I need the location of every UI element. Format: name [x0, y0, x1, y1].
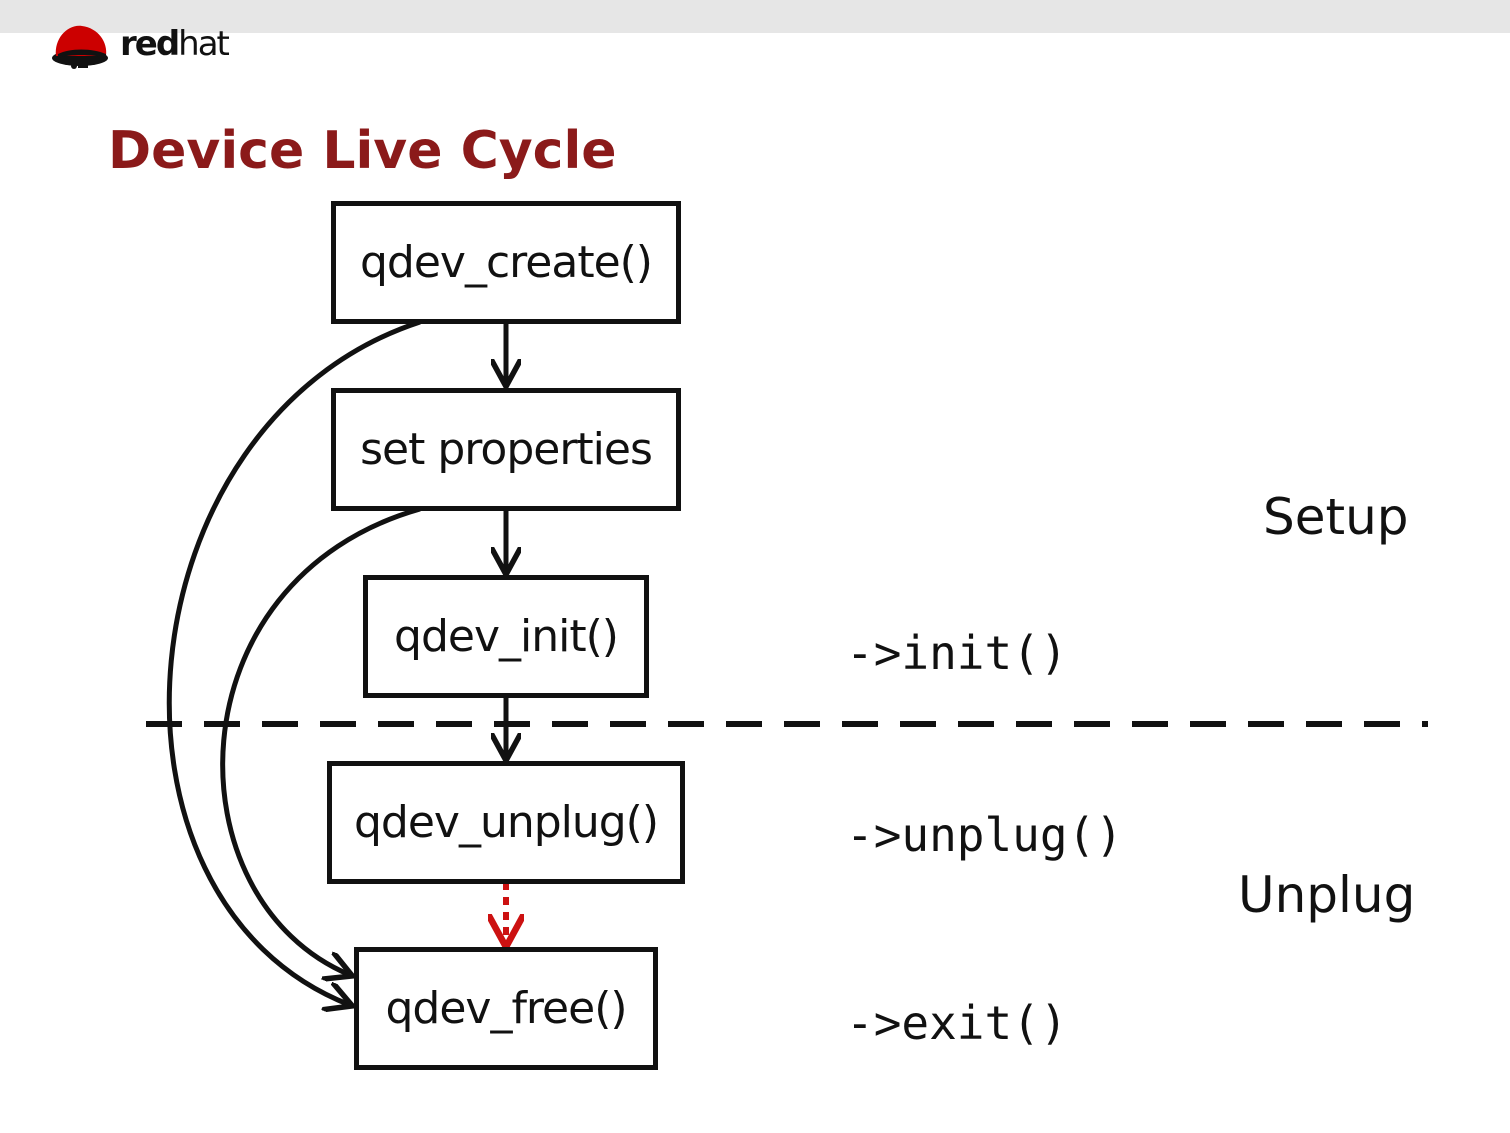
phase-label-unplug: Unplug: [1238, 866, 1416, 924]
logo-text-bold: red: [120, 24, 180, 64]
callback-unplug: ->unplug(): [846, 808, 1123, 862]
node-set-properties-label: set properties: [360, 424, 653, 475]
callback-exit: ->exit(): [846, 996, 1068, 1050]
top-bar: [0, 0, 1510, 33]
arrow-create-to-free: [166, 319, 421, 1005]
node-qdev-unplug-label: qdev_unplug(): [353, 797, 659, 848]
logo-wordmark: redhat: [120, 24, 230, 64]
logo-text-light: hat: [178, 24, 230, 64]
node-qdev-free-label: qdev_free(): [385, 983, 627, 1034]
arrow-properties-to-free: [220, 506, 421, 975]
node-qdev-init-label: qdev_init(): [394, 611, 619, 662]
callback-init: ->init(): [846, 626, 1068, 680]
phase-label-setup: Setup: [1263, 488, 1409, 546]
redhat-logo: redhat: [48, 18, 238, 74]
node-qdev-create: qdev_create(): [331, 201, 681, 324]
node-qdev-unplug: qdev_unplug(): [327, 761, 685, 884]
node-qdev-create-label: qdev_create(): [360, 237, 653, 288]
node-qdev-init: qdev_init(): [363, 575, 649, 698]
shadowman-hat-icon: [52, 25, 108, 69]
node-qdev-free: qdev_free(): [354, 947, 658, 1070]
slide-title: Device Live Cycle: [108, 121, 617, 181]
node-set-properties: set properties: [331, 388, 681, 511]
